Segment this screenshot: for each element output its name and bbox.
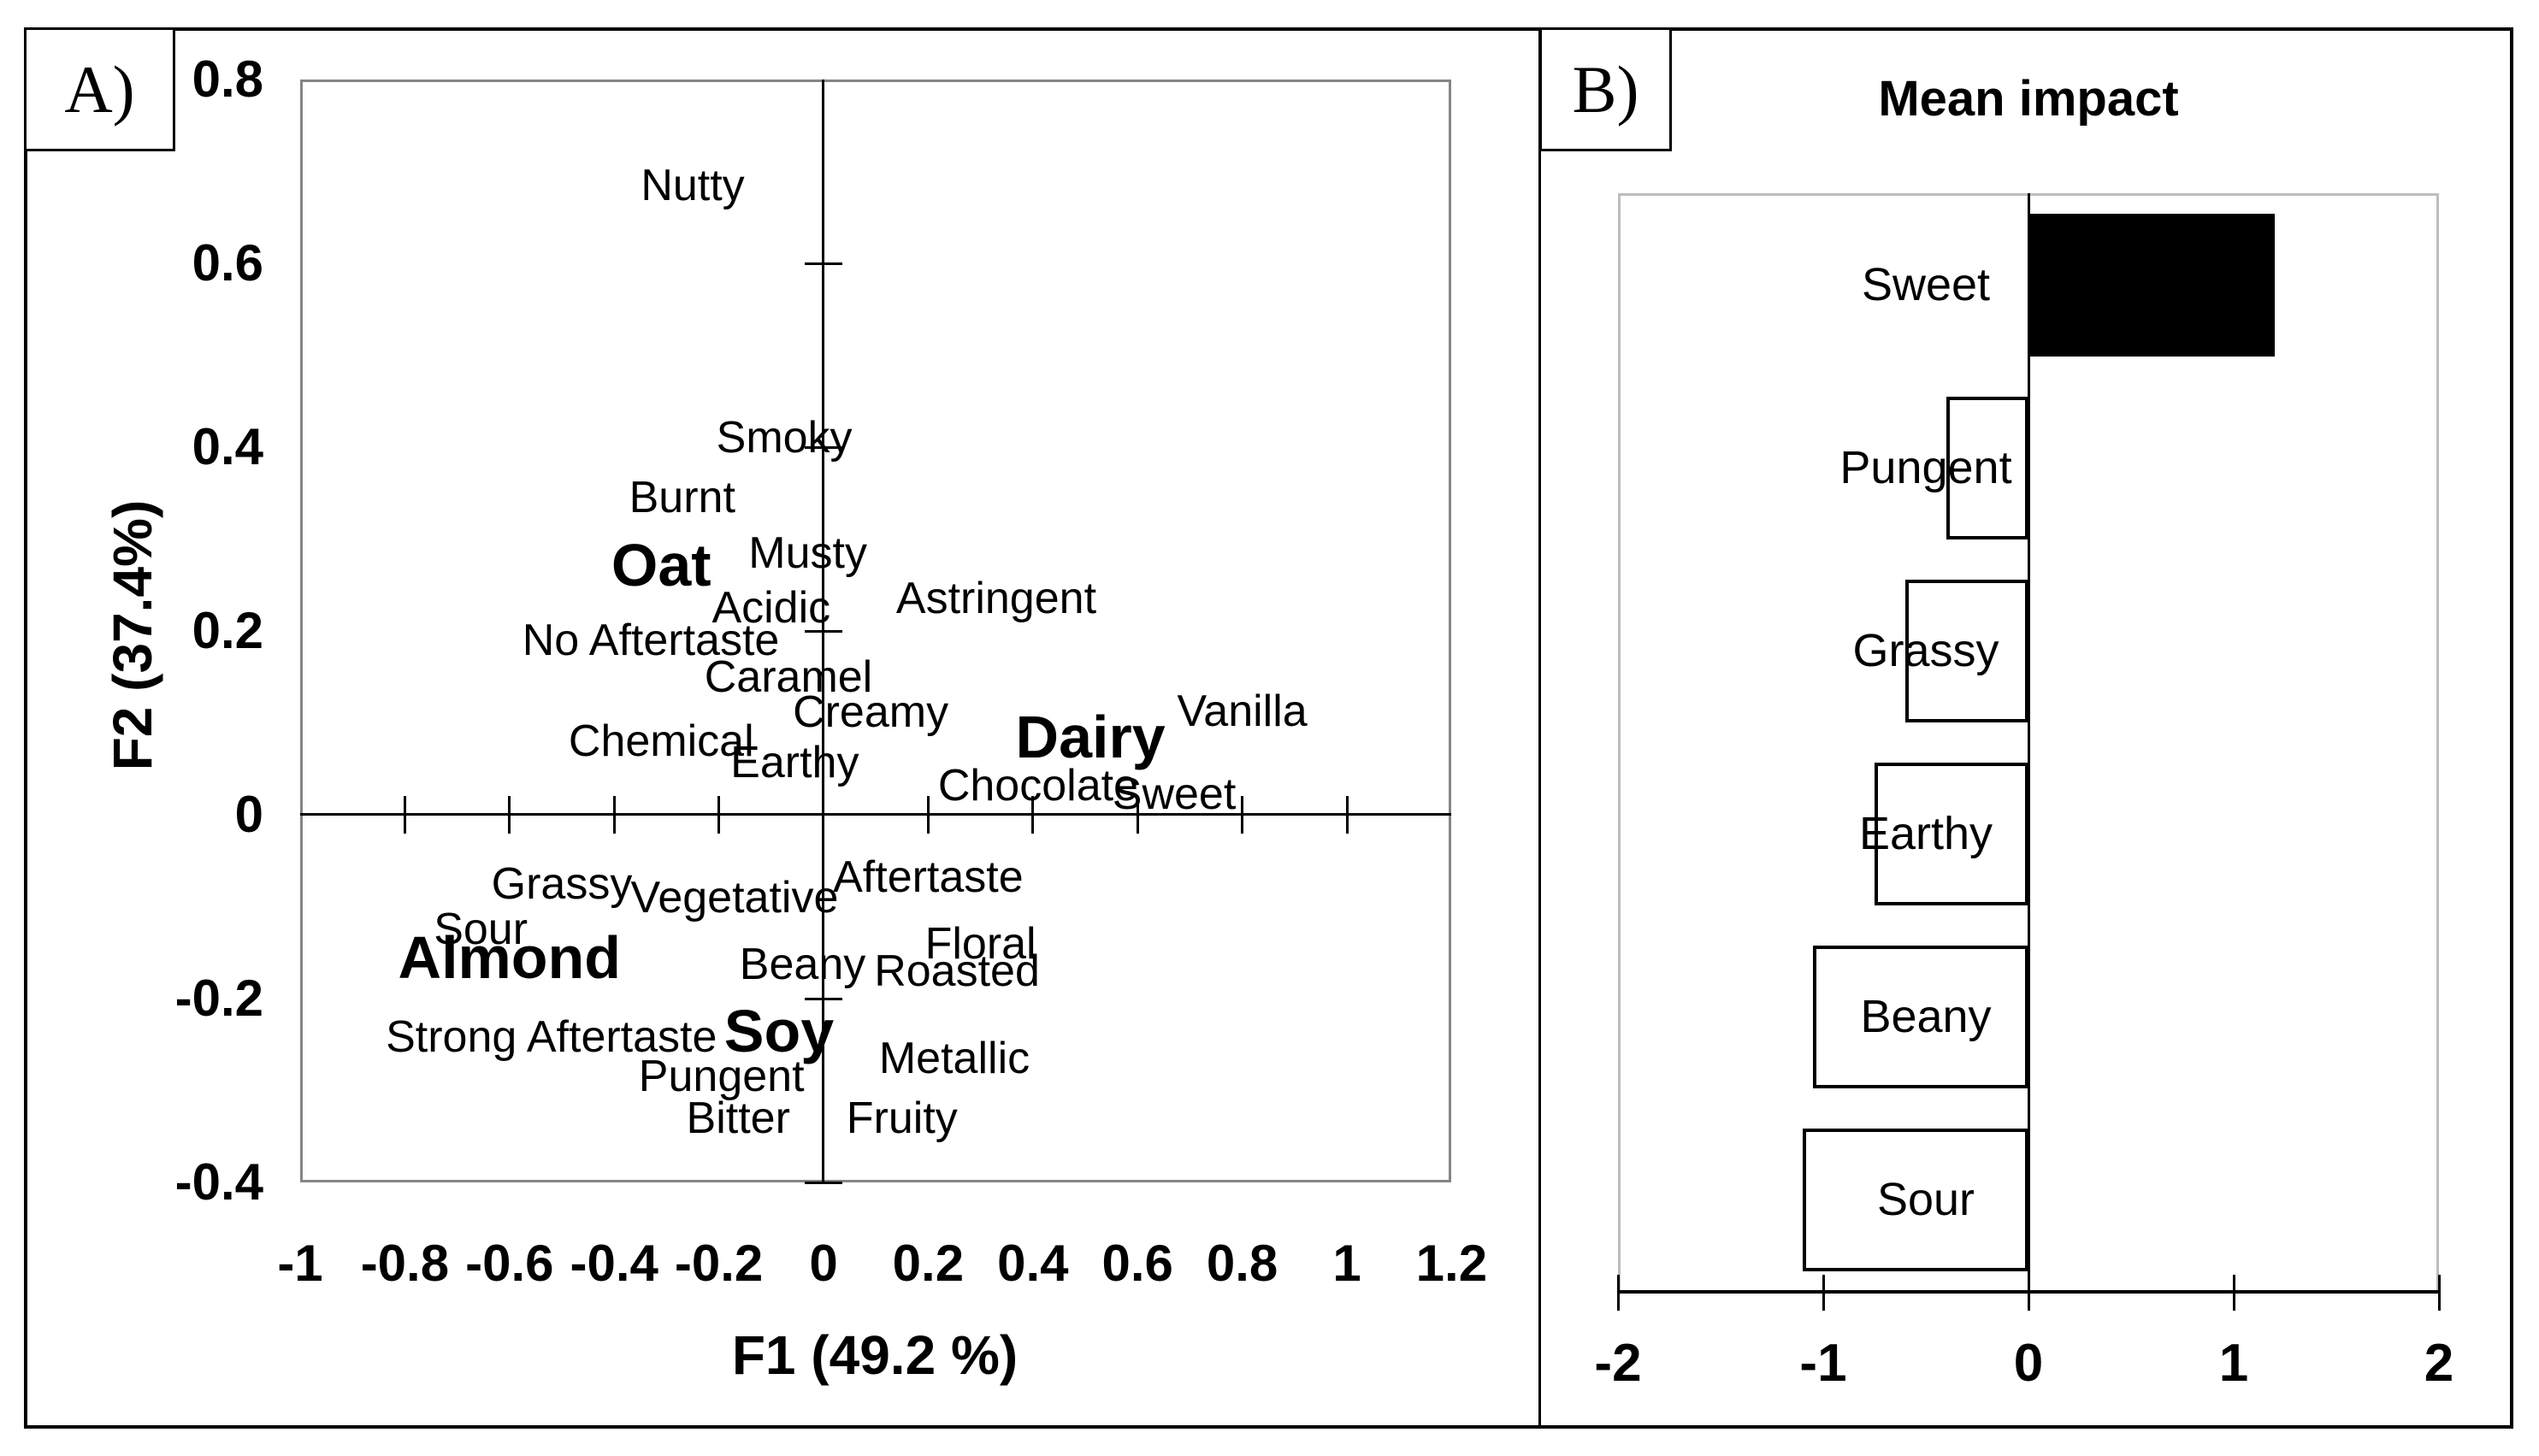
biplot-attribute-label: Chocolate (937, 760, 1138, 811)
y-axis-tick (805, 629, 842, 633)
biplot-attribute-label: Acidic (712, 583, 831, 634)
biplot-attribute-label: Aftertaste (833, 852, 1024, 903)
panel-divider-line (1538, 27, 1541, 1429)
y-axis-tick-label: 0 (234, 786, 263, 843)
x-axis-tick (926, 796, 930, 834)
biplot-attribute-label: Beany (739, 940, 866, 990)
biplot-attribute-label: Nutty (641, 160, 745, 210)
x-axis-tick-label: -0.2 (674, 1235, 764, 1292)
y-axis-tick-label: 0.2 (192, 602, 263, 659)
biplot-attribute-label: Vanilla (1177, 686, 1308, 736)
x-axis-tick (403, 796, 406, 834)
x-axis-tick-label: 1 (1332, 1235, 1361, 1292)
bar-axis-tick (1616, 1275, 1620, 1311)
bar-category-label: Pungent (1839, 442, 2012, 493)
x-axis-tick (717, 796, 721, 834)
biplot-attribute-label: Pungent (638, 1052, 805, 1102)
y-axis-tick-label: 0.8 (192, 50, 263, 108)
bar-chart-title: Mean impact (1878, 71, 2179, 127)
biplot-product-label: Oat (611, 531, 712, 598)
x-axis-tick-label: -0.8 (360, 1235, 450, 1292)
x-axis-tick-label: 0.2 (892, 1235, 965, 1292)
biplot-attribute-label: Sour (434, 905, 528, 955)
biplot-attribute-label: Smoky (716, 413, 853, 463)
bar-axis-tick (2232, 1275, 2235, 1311)
y-axis-tick-label: -0.2 (174, 970, 263, 1027)
biplot-attribute-label: Bitter (686, 1093, 790, 1143)
y-axis-tick-label: 0.6 (192, 234, 263, 292)
biplot-plot-area (300, 80, 1451, 1182)
x-axis-tick (1136, 796, 1139, 834)
biplot-attribute-label: Grassy (491, 858, 633, 909)
bar-axis-tick-label: 2 (2424, 1334, 2454, 1393)
x-axis-tick-label: -1 (277, 1235, 323, 1292)
panel-a-tag-box: A) (24, 27, 175, 151)
bar-axis-tick-label: -2 (1594, 1334, 1642, 1393)
bar (1813, 945, 2028, 1088)
biplot-attribute-label: Metallic (878, 1033, 1030, 1083)
bar-axis-tick-label: 0 (2013, 1334, 2044, 1393)
x-axis-tick (1345, 796, 1349, 834)
bar (1875, 762, 2028, 905)
bar-category-label: Sour (1876, 1174, 1975, 1225)
biplot-attribute-label: Roasted (874, 946, 1040, 996)
biplot-x-axis-line (300, 813, 1451, 816)
biplot-attribute-label: Sweet (1112, 769, 1237, 820)
biplot-attribute-label: Earthy (730, 737, 859, 787)
x-axis-tick (612, 796, 616, 834)
panel-a-tag: A) (64, 51, 135, 127)
biplot-attribute-label: Fruity (846, 1093, 958, 1143)
y-axis-tick-label: 0.4 (192, 418, 263, 475)
x-axis-tick (1031, 796, 1035, 834)
biplot-attribute-label: Burnt (629, 473, 735, 523)
bar (1946, 396, 2028, 539)
bar-category-label: Sweet (1861, 259, 1991, 310)
y-axis-tick (805, 445, 842, 449)
biplot-x-axis-title: F1 (49.2 %) (731, 1324, 1019, 1386)
bar-category-label: Beany (1860, 991, 1992, 1042)
biplot-attribute-label: No Aftertaste (522, 615, 780, 665)
x-axis-tick (1241, 796, 1244, 834)
panel-b-tag: B) (1572, 51, 1639, 127)
biplot-attribute-label: Musty (748, 528, 867, 578)
biplot-attribute-label: Chemical (568, 716, 754, 766)
x-axis-tick-label: 0.4 (997, 1235, 1069, 1292)
x-axis-tick-label: 0.8 (1206, 1235, 1278, 1292)
biplot-attribute-label: Creamy (793, 687, 949, 737)
biplot-attribute-label: Astringent (895, 574, 1097, 624)
bar (2028, 213, 2275, 357)
bar-category-label: Earthy (1858, 808, 1993, 859)
bar-axis-tick (2437, 1275, 2441, 1311)
x-axis-tick (508, 796, 511, 834)
biplot-product-label: Almond (398, 923, 622, 991)
bar-axis-tick-label: -1 (1799, 1334, 1847, 1393)
bar-chart-zero-line (2028, 193, 2030, 1292)
biplot-product-label: Soy (723, 997, 835, 1064)
figure-outer-border (24, 27, 2513, 1429)
bar-category-label: Grassy (1852, 625, 1999, 676)
biplot-attribute-label: Vegetative (630, 872, 839, 923)
biplot-product-label: Dairy (1015, 703, 1166, 770)
bar-axis-tick (2027, 1275, 2030, 1311)
x-axis-tick-label: -0.6 (465, 1235, 554, 1292)
bar-axis-tick-label: 1 (2218, 1334, 2249, 1393)
y-axis-tick (805, 997, 842, 1000)
y-axis-tick (805, 262, 842, 265)
x-axis-tick-label: 0.6 (1101, 1235, 1173, 1292)
x-axis-tick-label: 0 (809, 1235, 838, 1292)
biplot-attribute-label: Caramel (704, 651, 873, 702)
biplot-attribute-label: Strong Aftertaste (386, 1012, 717, 1063)
bar-axis-tick (1822, 1275, 1825, 1311)
y-axis-tick (805, 1181, 842, 1184)
x-axis-tick-label: -0.4 (570, 1235, 658, 1292)
y-axis-tick-label: -0.4 (174, 1153, 263, 1211)
x-axis-tick-label: 1.2 (1415, 1235, 1488, 1292)
bar (1803, 1128, 2028, 1271)
bar (1905, 579, 2028, 722)
biplot-attribute-label: Floral (924, 918, 1036, 969)
panel-b-tag-box: B) (1539, 27, 1672, 151)
